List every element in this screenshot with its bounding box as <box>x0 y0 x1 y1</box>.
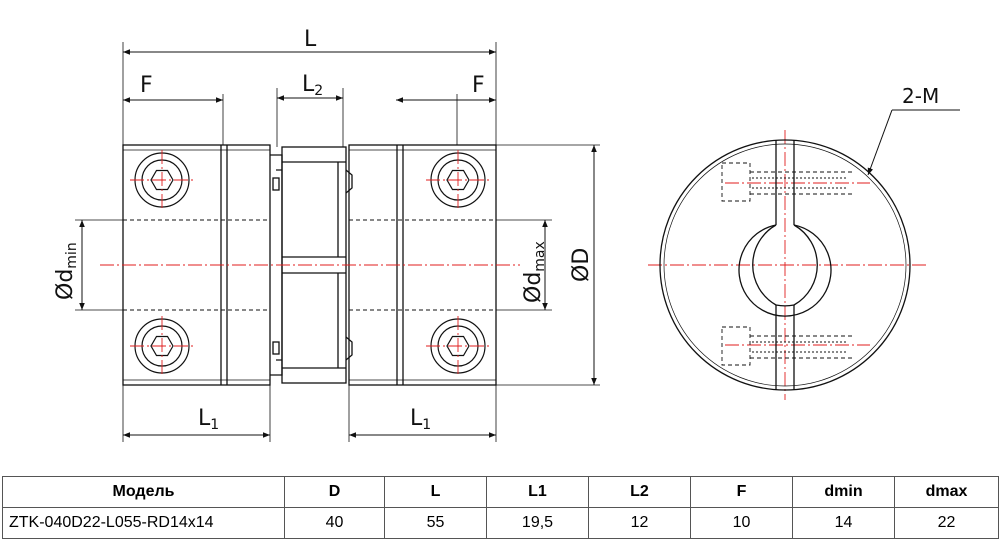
table-header-row: Модель D L L1 L2 F dmin dmax <box>2 476 999 508</box>
dim-L2-label: L2 <box>302 72 323 99</box>
dim-dmin-label: Ødmin <box>53 242 80 300</box>
cell-dmin: 14 <box>792 507 895 539</box>
spider-outline <box>281 146 347 384</box>
cell-dmax: 22 <box>894 507 999 539</box>
dimension-lines <box>79 49 597 438</box>
header-D: D <box>284 476 385 508</box>
table-row: ZTK-040D22-L055-RD14x14 40 55 19,5 12 10… <box>2 507 999 539</box>
screw-callout-label: 2-M <box>902 84 939 108</box>
header-L2: L2 <box>588 476 691 508</box>
end-view-screws <box>721 162 852 366</box>
cell-F: 10 <box>690 507 793 539</box>
header-L1: L1 <box>486 476 589 508</box>
screw-callout-leader <box>867 109 960 176</box>
header-model: Модель <box>2 476 285 508</box>
dim-L-label: L <box>304 27 317 52</box>
cell-D: 40 <box>284 507 385 539</box>
header-dmax: dmax <box>894 476 999 508</box>
header-L: L <box>384 476 487 508</box>
dimension-labels: L F L2 F L1 L1 Ødmin Ødmax ØD <box>53 27 594 433</box>
center-lines <box>100 130 928 400</box>
spec-table: Модель D L L1 L2 F dmin dmax ZTK-040D22-… <box>2 476 999 539</box>
dim-dmax-label: Ødmax <box>521 241 548 303</box>
dim-F-left-label: F <box>140 73 153 98</box>
dim-L1-left-label: L1 <box>198 406 219 433</box>
cell-L1: 19,5 <box>486 507 589 539</box>
dim-D-label: ØD <box>569 248 594 282</box>
dim-L1-right-label: L1 <box>410 406 431 433</box>
bore-hidden-lines <box>123 219 496 311</box>
cell-L: 55 <box>384 507 487 539</box>
end-view <box>659 139 911 391</box>
cell-L2: 12 <box>588 507 691 539</box>
screw-heads <box>134 152 486 374</box>
bore-outline <box>738 224 832 317</box>
dim-F-right-label: F <box>472 73 485 98</box>
coupling-drawing: L F L2 F L1 L1 Ødmin Ødmax ØD <box>53 27 960 442</box>
header-F: F <box>690 476 793 508</box>
cell-model: ZTK-040D22-L055-RD14x14 <box>2 507 285 539</box>
outer-circle <box>659 139 911 391</box>
header-dmin: dmin <box>792 476 895 508</box>
